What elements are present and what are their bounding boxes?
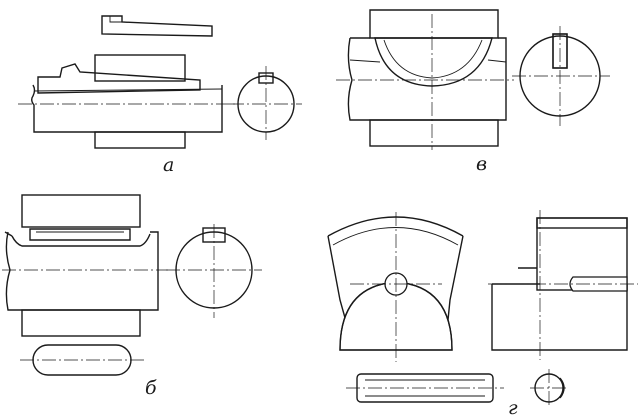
hub-lower-b bbox=[21, 309, 141, 337]
label-g: г bbox=[508, 397, 518, 419]
shaft-a bbox=[31, 84, 223, 133]
view-b-parallel-key bbox=[2, 194, 262, 376]
gib-key-in-place bbox=[37, 63, 201, 94]
hub-lower-v bbox=[369, 119, 499, 147]
hub-upper-v bbox=[369, 9, 499, 39]
hub-upper bbox=[94, 54, 186, 82]
parallel-key bbox=[29, 228, 131, 241]
label-v: в bbox=[476, 153, 488, 175]
label-b: б bbox=[145, 377, 157, 399]
label-a: а bbox=[163, 154, 175, 176]
view-a-gib-head-key bbox=[18, 15, 302, 149]
hub-upper-b bbox=[21, 194, 141, 228]
gib-head-key-part bbox=[101, 15, 213, 37]
view-g-round-key bbox=[327, 210, 638, 407]
hub-lower bbox=[94, 131, 186, 149]
view-v-segment-key bbox=[336, 9, 610, 150]
segment-key bbox=[374, 37, 493, 87]
hub-face-g bbox=[327, 216, 464, 237]
